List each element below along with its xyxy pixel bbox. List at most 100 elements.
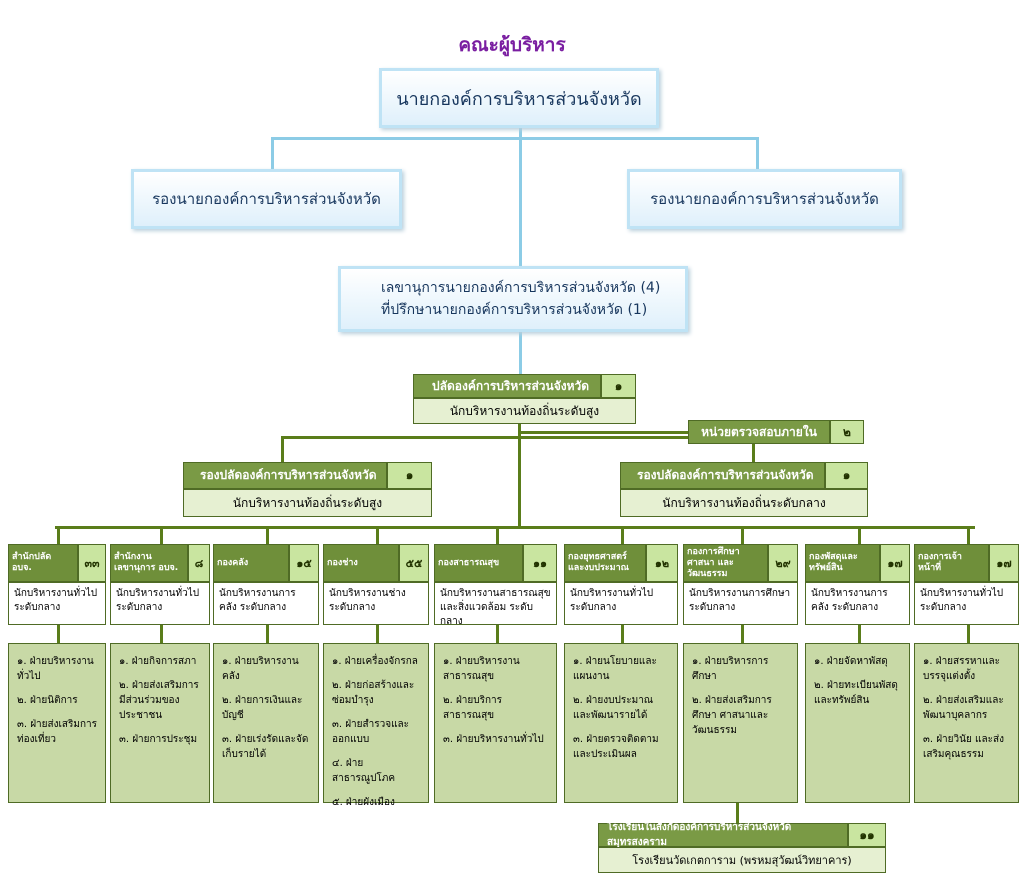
connector [160,526,163,544]
connector [266,625,269,643]
unit-item: ๑. ฝ่ายนโยบายและแผนงาน [573,656,657,682]
audit-count: ๒ [830,420,864,444]
unit-item: ๑. ฝ่ายเครื่องจักรกล [332,656,418,667]
deputy-palat-right-header: รองปลัดองค์การบริหารส่วนจังหวัด [620,462,825,489]
unit-item: ๑. ฝ่ายกิจการสภา [119,656,197,667]
division-level: นักบริหารงานทั่วไป ระดับกลาง [914,582,1019,625]
connector [621,526,624,544]
unit-item: ๓. ฝ่ายการประชุม [119,734,198,745]
palat-level: นักบริหารงานท้องถิ่นระดับสูง [413,398,636,424]
school-title: โรงเรียนในสังกัดองค์การบริหารส่วนจังหวัด… [607,822,792,848]
audit-title: หน่วยตรวจสอบภายใน [701,424,817,439]
school-header: โรงเรียนในสังกัดองค์การบริหารส่วนจังหวัด… [598,822,848,848]
division-count: ๑๗ [880,544,910,582]
division-level: นักบริหารงานทั่วไป ระดับกลาง [110,582,210,625]
deputy-mayor-left-box: รองนายกองค์การบริหารส่วนจังหวัด [131,169,402,229]
deputy-palat-left-title: รองปลัดองค์การบริหารส่วนจังหวัด [200,468,377,482]
connector [160,625,163,643]
division-name: กองยุทธศาสตร์และงบประมาณ [564,544,646,582]
division-level: นักบริหารงานการคลัง ระดับกลาง [805,582,910,625]
division-name: กองการเจ้าหน้าที่ [914,544,989,582]
connector [57,526,60,544]
unit-item: ๑. ฝ่ายจัดหาพัสดุ [814,656,888,667]
unit-item: ๒. ฝ่ายทะเบียนพัสดุและทรัพย์สิน [814,680,898,706]
connector [752,436,755,462]
connector [967,625,970,643]
division-units: ๑. ฝ่ายเครื่องจักรกล๒. ฝ่ายก่อสร้างและซ่… [323,643,429,808]
unit-item: ๒. ฝ่ายก่อสร้างและซ่อมบำรุง [332,680,415,706]
division-name: กองคลัง [213,544,289,582]
division-count: ๑๕ [289,544,319,582]
unit-item: ๒. ฝ่ายส่งเสริมและพัฒนาบุคลากร [923,695,1004,721]
deputy-mayor-left-label: รองนายกองค์การบริหารส่วนจังหวัด [152,190,381,208]
division-count: ๘ [188,544,210,582]
mayor-box: นายกองค์การบริหารส่วนจังหวัด [379,68,659,128]
connector [736,803,739,823]
unit-item: ๓. ฝ่ายวินัย และส่งเสริมคุณธรรม [923,734,1004,760]
org-chart-title: คณะผู้บริหาร [458,34,566,56]
secretary-label: เลขานุการนายกองค์การบริหารส่วนจังหวัด (4… [381,280,661,296]
palat-header: ปลัดองค์การบริหารส่วนจังหวัด [413,374,601,398]
deputy-mayor-right-label: รองนายกองค์การบริหารส่วนจังหวัด [650,190,879,208]
audit-header: หน่วยตรวจสอบภายใน [688,420,830,444]
division-count: ๑๑ [523,544,557,582]
connector [376,526,379,544]
unit-item: ๒. ฝ่ายส่งเสริมการศึกษา ศาสนาและวัฒนธรรม [692,695,772,736]
division-count: ๒๙ [768,544,798,582]
connector [266,526,269,544]
connector [518,424,521,436]
unit-item: ๑. ฝ่ายบริหารการศึกษา [692,656,769,682]
division-count: ๑๒ [646,544,678,582]
division-units: ๑. ฝ่ายกิจการสภา๒. ฝ่ายส่งเสริมการมีส่วน… [110,643,210,803]
unit-item: ๑. ฝ่ายบริหารงานทั่วไป [17,656,94,682]
connector [55,526,975,529]
deputy-palat-left-header: รองปลัดองค์การบริหารส่วนจังหวัด [183,462,387,489]
division-units: ๑. ฝ่ายนโยบายและแผนงาน๒. ฝ่ายงบประมาณและ… [564,643,678,803]
palat-title: ปลัดองค์การบริหารส่วนจังหวัด [432,378,590,393]
connector [271,137,274,171]
school-count: ๑๑ [848,823,886,847]
division-level: นักบริหารงานสาธารณสุขและสิ่งแวดล้อม ระดั… [434,582,557,627]
deputy-mayor-right-box: รองนายกองค์การบริหารส่วนจังหวัด [627,169,902,229]
deputy-palat-left-level: นักบริหารงานท้องถิ่นระดับสูง [183,489,432,517]
deputy-palat-right-count: ๑ [825,462,868,489]
deputy-palat-left-count: ๑ [387,462,432,489]
division-units: ๑. ฝ่ายบริหารงานคลัง๒. ฝ่ายการเงินและบัญ… [213,643,319,803]
connector [271,137,758,140]
division-name: กองสาธารณสุข [434,544,523,582]
connector [967,526,970,544]
unit-item: ๒. ฝ่ายนิติการ [17,695,78,706]
unit-item: ๑. ฝ่ายสรรหาและบรรจุแต่งตั้ง [923,656,1001,682]
connector [741,625,744,643]
connector [858,625,861,643]
connector [376,625,379,643]
division-name: กองช่าง [323,544,399,582]
advisor-label: ที่ปรึกษานายกองค์การบริหารส่วนจังหวัด (1… [381,302,648,318]
unit-item: ๓. ฝ่ายส่งเสริมการท่องเที่ยว [17,719,98,745]
connector [496,625,499,643]
division-level: นักบริหารงานการศึกษา ระดับกลาง [683,582,798,625]
palat-count: ๑ [601,374,636,398]
unit-item: ๓. ฝ่ายบริหารงานทั่วไป [443,734,544,745]
secretary-box: เลขานุการนายกองค์การบริหารส่วนจังหวัด (4… [338,266,688,332]
division-name: สำนักงานเลขานุการ อบจ. [110,544,188,582]
division-units: ๑. ฝ่ายบริหารงานสาธารณสุข๒. ฝ่ายบริการสา… [434,643,557,803]
division-units: ๑. ฝ่ายบริหารการศึกษา๒. ฝ่ายส่งเสริมการศ… [683,643,798,803]
connector [518,431,690,434]
connector [496,526,499,544]
division-units: ๑. ฝ่ายสรรหาและบรรจุแต่งตั้ง๒. ฝ่ายส่งเส… [914,643,1019,803]
unit-item: ๒. ฝ่ายการเงินและบัญชี [222,695,303,721]
unit-item: ๑. ฝ่ายบริหารงานสาธารณสุข [443,656,520,682]
division-count: ๑๗ [989,544,1019,582]
division-name: กองการศึกษา ศาสนา และวัฒนธรรม [683,544,768,582]
deputy-palat-right-level: นักบริหารงานท้องถิ่นระดับกลาง [620,489,868,517]
connector [621,625,624,643]
division-name: กองพัสดุและทรัพย์สิน [805,544,880,582]
division-units: ๑. ฝ่ายบริหารงานทั่วไป๒. ฝ่ายนิติการ๓. ฝ… [8,643,106,803]
deputy-palat-right-title: รองปลัดองค์การบริหารส่วนจังหวัด [637,468,814,482]
connector [741,526,744,544]
connector [858,526,861,544]
division-name: สำนักปลัด อบจ. [8,544,78,582]
unit-item: ๓. ฝ่ายเร่งรัดและจัดเก็บรายได้ [222,734,309,760]
unit-item: ๒. ฝ่ายส่งเสริมการมีส่วนร่วมของประชาชน [119,680,199,721]
